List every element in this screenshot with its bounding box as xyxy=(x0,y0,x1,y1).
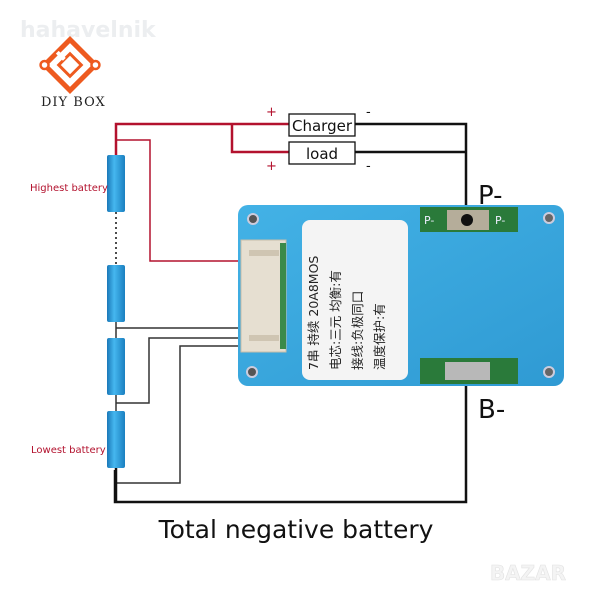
screw-hole xyxy=(247,213,259,225)
spec-line: 电芯:三元 均衡:有 xyxy=(328,270,343,370)
p-minus-solder-hole xyxy=(461,214,473,226)
charger-minus: - xyxy=(366,105,371,120)
load-positive-wire xyxy=(230,124,289,154)
screw-hole xyxy=(543,212,555,224)
balance-wire-3 xyxy=(116,337,241,404)
diagram-caption: Total negative battery xyxy=(158,515,434,544)
charger-box: Charger xyxy=(288,113,356,137)
load-label: load xyxy=(306,145,338,163)
pad-label-right: P- xyxy=(495,214,505,227)
balance-wire-top xyxy=(116,139,241,262)
positive-wires xyxy=(114,122,289,155)
logo-text: DIY BOX xyxy=(41,95,106,110)
b-minus-pad xyxy=(420,358,518,384)
bms-board: P- P- 7串 持续 20A8MOS 电芯:三元 均衡:有 接线:负极同口 温… xyxy=(238,205,564,386)
balance-connector xyxy=(240,239,287,353)
load-minus: - xyxy=(366,159,371,174)
total-negative-wire xyxy=(113,386,468,504)
battery-cell-lowest xyxy=(107,411,125,468)
balance-wires xyxy=(116,327,241,484)
b-minus-label: B- xyxy=(478,395,505,425)
charger-negative-wire xyxy=(355,122,468,210)
charger-plus: + xyxy=(266,105,277,120)
battery-cell xyxy=(107,338,125,395)
p-minus-pad: P- P- xyxy=(420,207,518,232)
screw-hole xyxy=(246,366,258,378)
spec-line: 7串 持续 20A8MOS xyxy=(306,256,321,370)
load-box: load xyxy=(288,141,356,165)
watermark-text: hahavelnik xyxy=(20,18,157,43)
p-minus-label: P- xyxy=(478,181,503,211)
spec-label-sticker xyxy=(302,220,408,380)
spec-label-text: 7串 持续 20A8MOS 电芯:三元 均衡:有 接线:负极同口 温度保护:有 xyxy=(306,256,387,370)
charger-label: Charger xyxy=(292,117,353,135)
spec-line: 接线:负极同口 xyxy=(350,291,365,370)
diy-box-logo: DIY BOX xyxy=(39,36,106,110)
highest-battery-label: Highest battery xyxy=(30,183,108,194)
load-plus: + xyxy=(266,159,277,174)
screw-hole xyxy=(543,366,555,378)
bazar-watermark: BAZAR xyxy=(490,561,566,585)
lowest-battery-label: Lowest battery xyxy=(31,445,106,456)
pad-label-left: P- xyxy=(424,214,434,227)
battery-cell-highest xyxy=(107,155,125,212)
spec-line: 温度保护:有 xyxy=(372,303,387,370)
battery-cell xyxy=(107,265,125,322)
balance-wire-4 xyxy=(116,345,241,484)
logo-icon xyxy=(39,36,101,94)
